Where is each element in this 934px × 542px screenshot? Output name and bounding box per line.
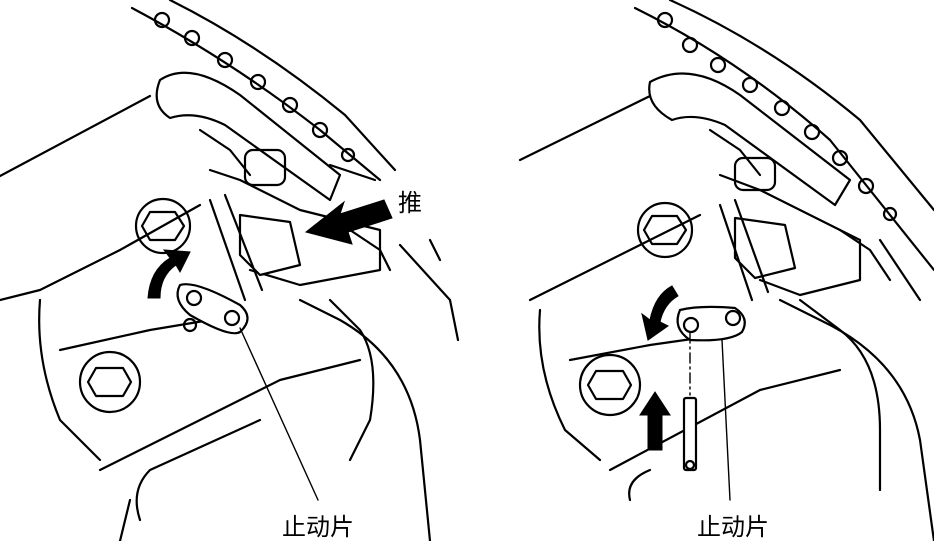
left-bolt-upper — [134, 197, 192, 255]
right-leader-line — [721, 339, 731, 501]
left-timing-chain — [130, 0, 397, 182]
right-chain-guide — [648, 72, 852, 207]
left-panel — [0, 0, 460, 541]
right-bolt-upper — [636, 201, 694, 259]
right-timing-chain — [633, 0, 934, 272]
right-up-arrow-icon — [639, 391, 671, 451]
left-chain-guide — [155, 71, 342, 202]
right-stopper-plate — [676, 305, 746, 342]
right-bolt-lower — [578, 353, 642, 417]
left-tensioner-body — [208, 168, 382, 302]
stopper-plate-label-right: 止动片 — [697, 513, 769, 541]
right-rotate-arrow-icon — [641, 285, 679, 341]
right-tensioner-body — [718, 173, 862, 302]
left-leader-line — [239, 327, 319, 501]
right-panel — [518, 0, 934, 541]
stopper-plate-label-left: 止动片 — [282, 513, 354, 541]
left-bolt-lower — [78, 350, 142, 414]
left-engine-housing — [0, 94, 460, 541]
left-rotate-arrow-icon — [147, 249, 191, 299]
left-stopper-plate — [176, 283, 249, 335]
push-label: 推 — [398, 189, 422, 217]
right-locking-pin — [682, 332, 698, 472]
left-push-arrow-icon — [304, 199, 393, 245]
